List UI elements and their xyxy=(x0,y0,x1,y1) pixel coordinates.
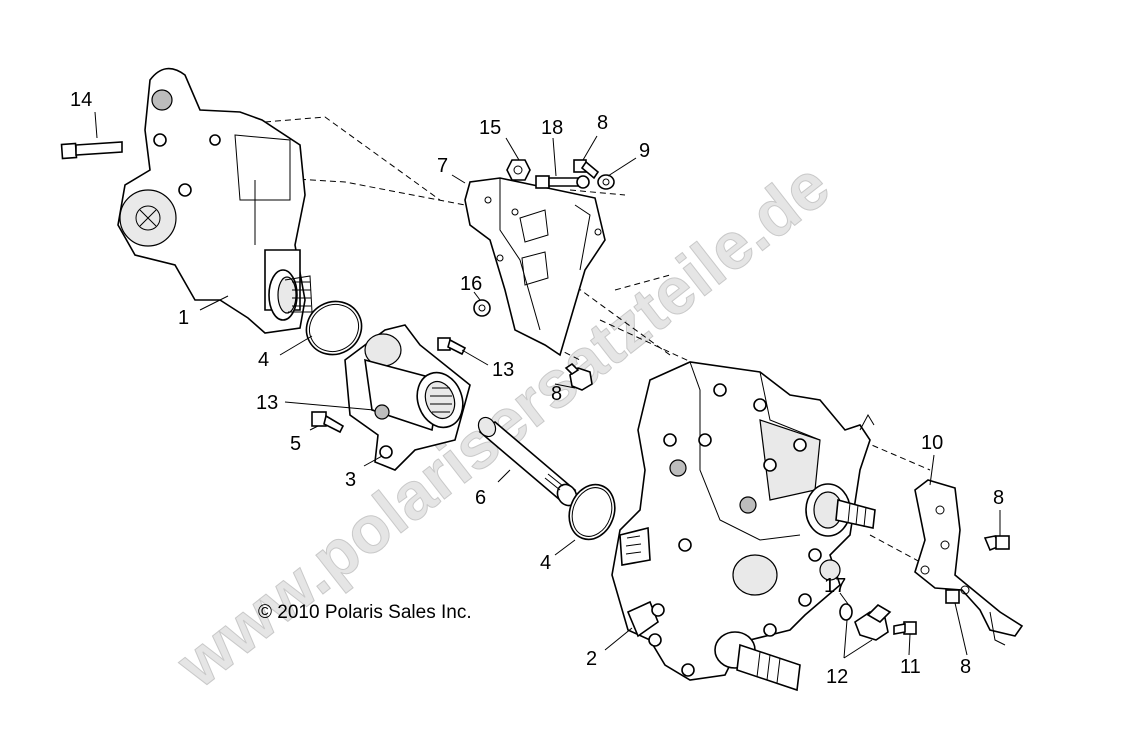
callout-3: 3 xyxy=(345,469,356,491)
callout-8-middle: 8 xyxy=(551,383,562,405)
callout-labels: 14 15 18 8 9 7 16 1 4 13 13 5 3 8 6 4 10… xyxy=(70,89,1004,688)
bolt-8-right-part xyxy=(983,535,1010,552)
callout-8-bottom: 8 xyxy=(960,656,971,678)
callout-15: 15 xyxy=(479,117,501,139)
callout-13-left: 13 xyxy=(256,392,278,414)
callout-18: 18 xyxy=(541,117,563,139)
callout-17: 17 xyxy=(824,575,846,597)
bolt-8-lower-part xyxy=(945,589,960,604)
callout-14: 14 xyxy=(70,89,92,111)
callout-1: 1 xyxy=(178,307,189,329)
callout-12: 12 xyxy=(826,666,848,688)
long-bolt-part xyxy=(60,141,123,160)
callout-9: 9 xyxy=(639,140,650,162)
speed-sensor-12-part xyxy=(854,603,892,641)
callout-4-lower: 4 xyxy=(540,552,551,574)
o-ring-17-part xyxy=(839,603,853,621)
bolt-8-middle-part xyxy=(564,362,593,391)
front-gearcase-part xyxy=(117,67,313,334)
rear-bracket-part xyxy=(914,479,1024,646)
rear-gearcase-part xyxy=(611,361,876,692)
callout-7: 7 xyxy=(437,155,448,177)
callout-8-right: 8 xyxy=(993,487,1004,509)
bolt-8-upper-part xyxy=(573,159,600,180)
callout-6: 6 xyxy=(475,487,486,509)
callout-16: 16 xyxy=(460,273,482,295)
bolt-13-upper-part xyxy=(437,337,467,356)
washer-9-part xyxy=(597,174,615,190)
callout-10: 10 xyxy=(921,432,943,454)
callout-8-top: 8 xyxy=(597,112,608,134)
shaft-sleeve-part xyxy=(477,416,578,507)
bolt-13-lower-part xyxy=(374,404,390,420)
adapter-housing-part xyxy=(344,324,471,471)
callout-4-upper: 4 xyxy=(258,349,269,371)
nut-15-part xyxy=(506,159,531,181)
leader-lines xyxy=(94,111,1001,659)
o-ring-lower-part xyxy=(568,483,616,541)
screw-11-part xyxy=(893,621,917,635)
bolt-5-part xyxy=(311,411,345,434)
o-ring-upper-part xyxy=(305,300,363,356)
callout-2: 2 xyxy=(586,648,597,670)
callout-11: 11 xyxy=(900,656,921,678)
bolt-18-part xyxy=(535,175,590,189)
callout-5: 5 xyxy=(290,433,301,455)
copyright-notice: © 2010 Polaris Sales Inc. xyxy=(258,602,472,623)
callout-13-right: 13 xyxy=(492,359,514,381)
washer-16-part xyxy=(473,299,491,317)
mounting-bracket-part xyxy=(464,177,606,357)
